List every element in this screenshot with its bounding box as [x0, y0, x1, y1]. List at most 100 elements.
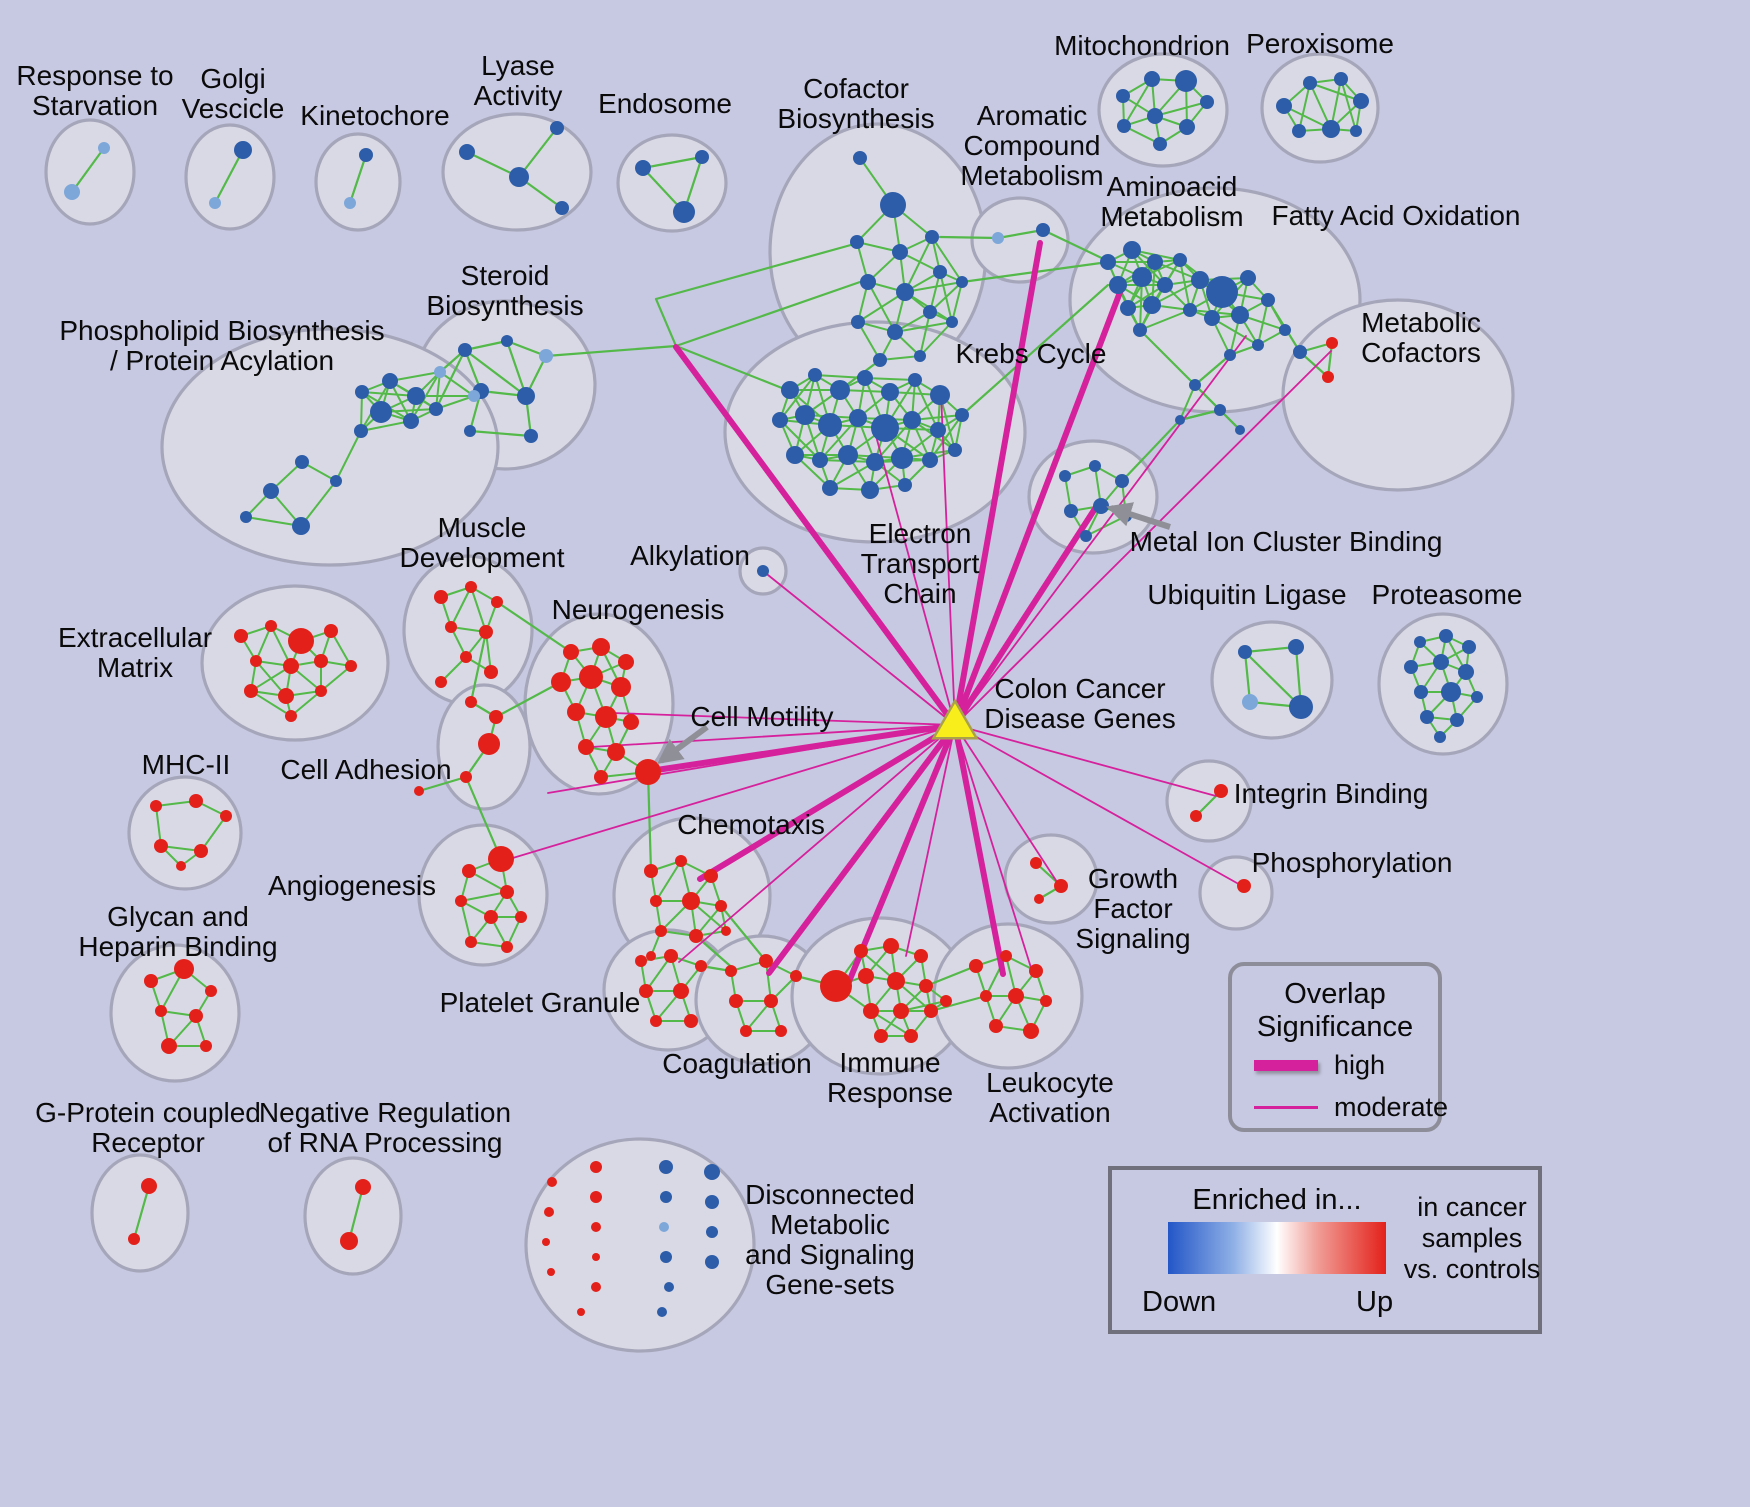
legend-overlap-title-line1: Overlap — [1284, 978, 1386, 1010]
cofactor-biosynthesis-node — [892, 244, 908, 260]
extracellular-matrix-node — [314, 654, 328, 668]
phospholipid-protein-acylation-label: Phospholipid Biosynthesis — [59, 315, 384, 346]
mitochondrion-node — [1179, 119, 1195, 135]
green-edge — [335, 430, 362, 482]
legend-overlap-significance: Overlap Significance high moderate — [1228, 962, 1448, 1132]
disconnected-gene-sets-node — [657, 1307, 667, 1317]
green-edge — [814, 374, 866, 379]
disconnected-gene-sets-label: Metabolic — [770, 1209, 890, 1240]
green-edge — [213, 148, 245, 205]
mitochondrion-node — [1153, 137, 1167, 151]
green-edge — [1309, 82, 1362, 102]
cell-adhesion-node — [489, 710, 503, 724]
green-edge — [360, 420, 412, 432]
green-edge — [996, 228, 1045, 240]
electron-transport-chain-node — [772, 412, 788, 428]
cell-adhesion-node — [478, 733, 500, 755]
immune-response-node — [919, 979, 933, 993]
metal-ion-cluster-binding-node — [1064, 504, 1078, 518]
disconnected-gene-sets-node — [547, 1268, 555, 1276]
coagulation-node — [764, 994, 778, 1008]
metal-ion-cluster-binding-node — [1089, 460, 1101, 472]
hub-edge-moderate — [954, 350, 1332, 726]
green-edge — [919, 321, 953, 357]
green-edge — [1194, 354, 1231, 386]
response-to-starvation-node — [98, 142, 110, 154]
steroid-biosynthesis-node — [464, 425, 476, 437]
steroid-biosynthesis-label: Biosynthesis — [426, 290, 583, 321]
endosome-label: Endosome — [598, 88, 732, 119]
green-edge — [410, 371, 441, 422]
aminoacid-metabolism-label: Aminoacid — [1107, 171, 1238, 202]
leukocyte-activation-node — [1000, 950, 1012, 962]
layer-hub — [502, 240, 1332, 987]
green-edge — [674, 344, 794, 394]
immune-response-label: Response — [827, 1077, 953, 1108]
neurogenesis-node — [635, 759, 661, 785]
annotation-arrow-icon — [656, 724, 709, 764]
green-edge — [470, 586, 487, 633]
peroxisome-node — [1350, 125, 1362, 137]
green-edge — [931, 236, 963, 283]
steroid-biosynthesis-node — [524, 429, 538, 443]
glycan-heparin-binding-node — [174, 959, 194, 979]
legend-overlap-title: Overlap Significance — [1232, 978, 1438, 1044]
proteasome-node — [1450, 713, 1464, 727]
legend-overlap-title-line2: Significance — [1256, 1011, 1414, 1043]
endosome-ellipse — [616, 133, 728, 233]
aminoacid-metabolism-node — [1143, 296, 1161, 314]
growth-factor-signaling-node — [1030, 857, 1042, 869]
g-protein-coupled-receptor-label: Receptor — [91, 1127, 205, 1158]
hub-edge-moderate — [954, 724, 1033, 972]
cell-adhesion-label: Cell Adhesion — [280, 754, 451, 785]
green-edge — [450, 586, 472, 628]
peroxisome-node — [1334, 72, 1348, 86]
immune-response-node — [820, 970, 852, 1002]
aminoacid-metabolism-node — [1214, 404, 1226, 416]
angiogenesis-node — [515, 911, 527, 923]
electron-transport-chain-node — [881, 383, 899, 401]
cofactor-biosynthesis-label: Cofactor — [803, 73, 909, 104]
aminoacid-metabolism-node — [1224, 349, 1236, 361]
cofactor-biosynthesis-node — [880, 192, 906, 218]
peroxisome-ellipse — [1260, 52, 1380, 164]
glycan-heparin-binding-node — [155, 1005, 167, 1017]
endosome-node — [635, 160, 651, 176]
mhc-ii-label: MHC-II — [142, 749, 231, 780]
electron-transport-chain-node — [822, 480, 838, 496]
growth-factor-signaling-node — [1034, 894, 1044, 904]
green-edge — [1041, 228, 1112, 264]
disconnected-gene-sets-node — [704, 1164, 720, 1180]
chemotaxis-node — [644, 864, 658, 878]
electron-transport-chain-node — [861, 481, 879, 499]
angiogenesis-node — [462, 864, 476, 878]
mitochondrion-node — [1117, 119, 1131, 133]
electron-transport-chain-node — [948, 443, 962, 457]
green-edge — [200, 815, 227, 852]
green-edge — [468, 870, 508, 893]
hub-edge-moderate — [762, 570, 956, 726]
cofactor-biosynthesis-node — [923, 305, 937, 319]
glycan-heparin-binding-node — [189, 1009, 203, 1023]
electron-transport-chain-node — [922, 452, 938, 468]
extracellular-matrix-node — [265, 620, 277, 632]
lyase-activity-node — [555, 201, 569, 215]
green-edge — [645, 955, 672, 992]
electron-transport-chain-node — [808, 368, 822, 382]
cell-motility-label: Cell Motility — [690, 701, 833, 732]
aminoacid-metabolism-node — [1120, 300, 1136, 316]
green-edge — [779, 419, 821, 461]
green-edge — [70, 146, 106, 194]
hub-edge-moderate — [502, 724, 956, 862]
disconnected-gene-sets-node — [660, 1191, 672, 1203]
metabolic-cofactors-label: Metabolic — [1361, 307, 1481, 338]
aminoacid-metabolism-node — [1240, 270, 1256, 286]
green-edge — [469, 630, 488, 704]
disconnected-gene-sets-node — [591, 1282, 601, 1292]
green-edge — [463, 348, 528, 398]
hub-edge-high — [952, 284, 1125, 728]
colon-cancer-hub-triangle-icon — [931, 698, 979, 740]
enrichment-gradient-bar — [1168, 1222, 1386, 1274]
coagulation-label: Coagulation — [662, 1048, 811, 1079]
